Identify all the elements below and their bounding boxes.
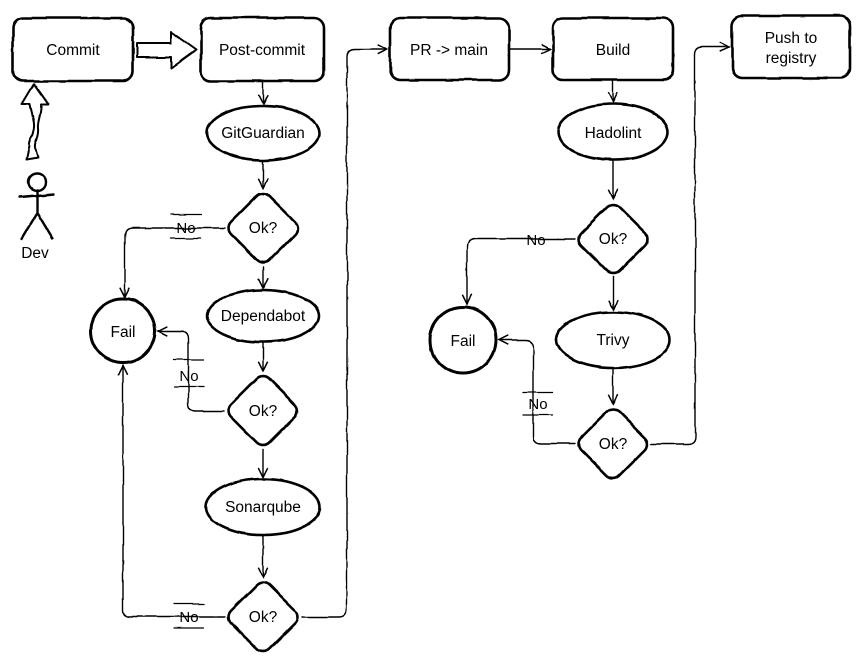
node-post-commit-label: Post-commit — [219, 42, 306, 59]
edge-ok-pushregistry — [650, 41, 731, 445]
node-ok-trivy-label: Ok? — [599, 436, 628, 453]
node-fail-right — [428, 305, 498, 375]
node-sonarqube-label: Sonarqube — [225, 499, 301, 516]
edge-label-hadolint-no: No — [526, 232, 545, 249]
node-gitguardian-label: GitGuardian — [221, 125, 305, 142]
node-ok-gitguardian-label: Ok? — [249, 220, 278, 237]
edge-dependabot-no-fail — [156, 325, 225, 412]
nodes-layer — [11, 14, 852, 653]
dev-figure — [18, 172, 56, 240]
node-pr-main — [388, 16, 511, 82]
dev-actor-label: Dev — [21, 245, 49, 262]
node-sonarqube — [204, 477, 322, 537]
node-trivy-label: Trivy — [597, 332, 630, 349]
node-push-registry — [730, 14, 852, 80]
node-ok-hadolint — [577, 203, 649, 275]
node-dependabot-label: Dependabot — [221, 308, 306, 325]
dev-figure-arms — [18, 192, 56, 199]
edge-label-sonarqube-no: No — [179, 609, 198, 626]
node-ok-sonarqube-label: Ok? — [249, 609, 278, 626]
edge-gitguardian-no-fail — [119, 227, 226, 299]
dev-figure-legs — [20, 211, 54, 240]
node-ok-trivy — [577, 408, 649, 480]
node-trivy — [554, 310, 672, 370]
node-push-registry-label-line2: registry — [766, 50, 817, 67]
dev-arrow — [21, 83, 49, 161]
node-dependabot — [205, 288, 321, 344]
edge-label-gitguardian-no: No — [176, 220, 195, 237]
no-label-rules — [170, 213, 554, 629]
node-commit — [11, 16, 135, 83]
block-arrow-commit-postcommit — [136, 31, 197, 69]
labels-layer: Commit Post-commit PR -> main Build Push… — [21, 30, 817, 626]
edge-hadolint-no-fail — [461, 238, 576, 306]
dev-figure-head — [27, 172, 47, 192]
edge-ok-prmain — [301, 43, 389, 618]
node-post-commit — [199, 16, 326, 83]
node-pr-main-label: PR -> main — [410, 42, 488, 59]
node-ok-gitguardian — [227, 192, 299, 264]
node-fail-left-label: Fail — [111, 324, 136, 341]
node-ok-dependabot — [227, 375, 299, 447]
edge-label-dependabot-no: No — [179, 368, 198, 385]
node-commit-label: Commit — [46, 42, 100, 59]
node-hadolint-label: Hadolint — [585, 125, 643, 142]
node-fail-left — [89, 297, 157, 365]
node-build-label: Build — [596, 42, 630, 59]
node-push-registry-label-line1: Push to — [765, 30, 818, 47]
edge-sonarqube-no-fail — [117, 364, 226, 618]
node-fail-right-label: Fail — [451, 333, 476, 350]
node-build — [551, 16, 675, 82]
node-ok-dependabot-label: Ok? — [249, 403, 278, 420]
node-ok-hadolint-label: Ok? — [599, 231, 628, 248]
node-hadolint — [556, 102, 670, 162]
node-ok-sonarqube — [227, 581, 299, 653]
edge-label-trivy-no: No — [528, 396, 547, 413]
node-gitguardian — [205, 104, 321, 162]
